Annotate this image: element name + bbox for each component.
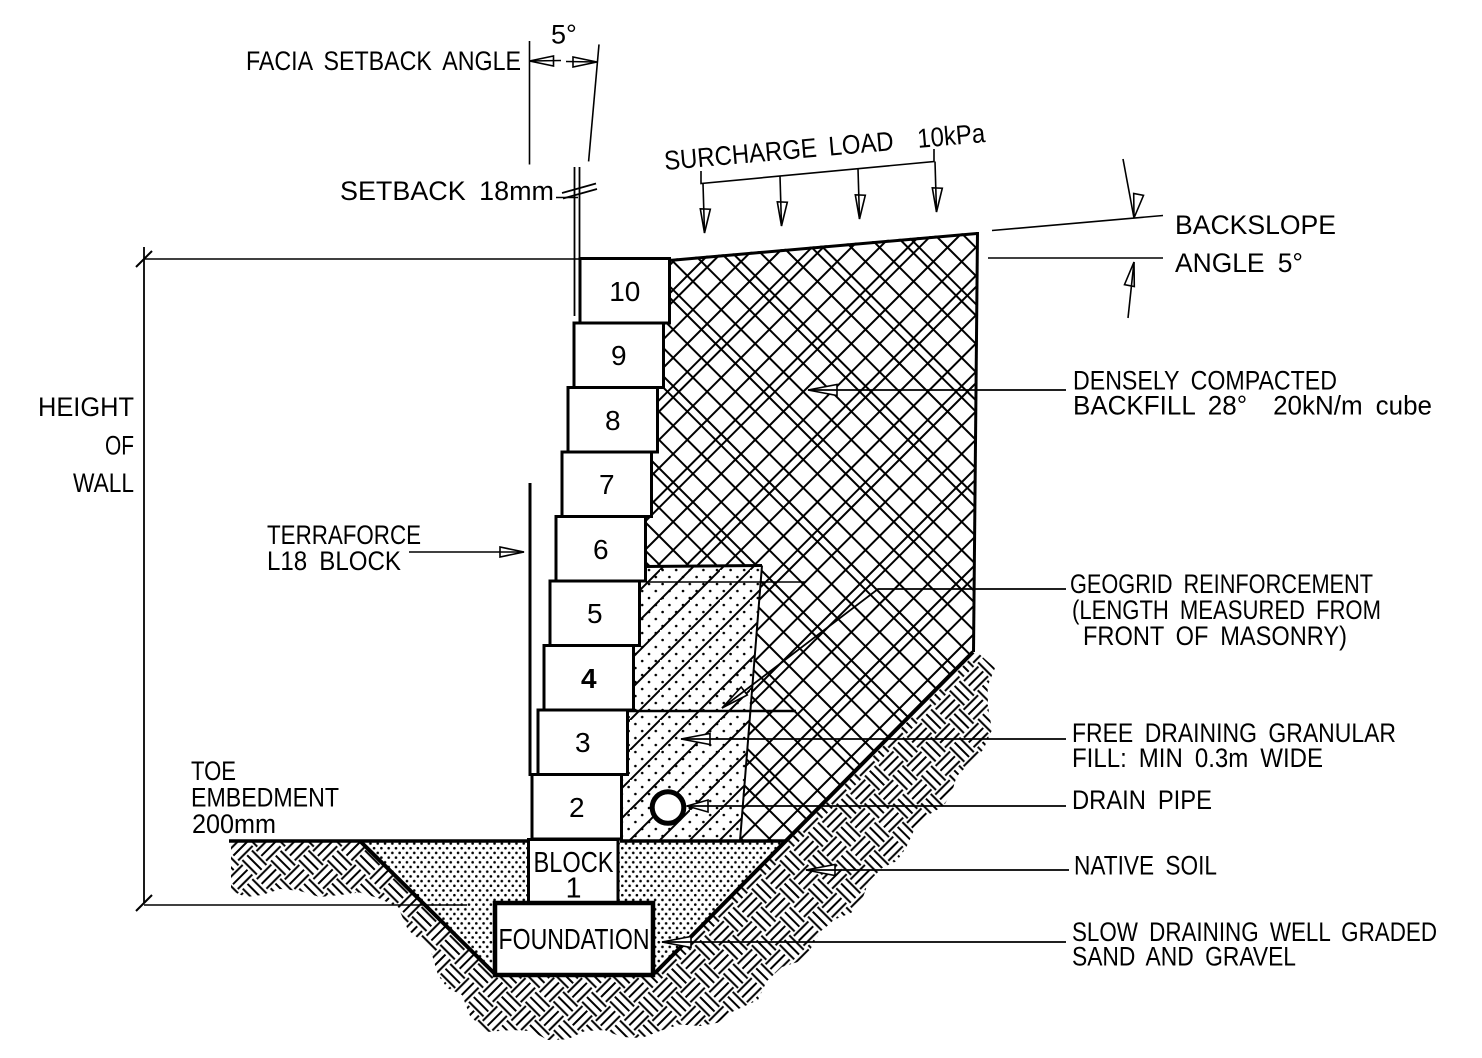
svg-text:HEIGHT: HEIGHT (38, 392, 134, 422)
svg-text:GEOGRID REINFORCEMENT: GEOGRID REINFORCEMENT (1070, 569, 1373, 599)
svg-text:WALL: WALL (73, 468, 134, 498)
svg-text:10: 10 (609, 276, 640, 307)
svg-text:FACIA SETBACK ANGLE: FACIA SETBACK ANGLE (246, 46, 521, 76)
svg-text:NATIVE SOIL: NATIVE SOIL (1074, 851, 1217, 881)
svg-text:8: 8 (605, 405, 621, 436)
svg-text:4: 4 (581, 663, 597, 694)
svg-text:5: 5 (587, 598, 603, 629)
svg-text:(LENGTH MEASURED FROM: (LENGTH MEASURED FROM (1072, 595, 1381, 625)
svg-text:BLOCK: BLOCK (534, 847, 614, 879)
svg-text:FOUNDATION: FOUNDATION (499, 924, 650, 956)
svg-text:BACKFILL 28° 20kN/m cube: BACKFILL 28° 20kN/m cube (1073, 391, 1432, 421)
svg-text:9: 9 (611, 340, 627, 371)
svg-text:SAND AND GRAVEL: SAND AND GRAVEL (1072, 942, 1296, 972)
svg-text:7: 7 (599, 469, 615, 500)
svg-text:ANGLE 5°: ANGLE 5° (1175, 248, 1303, 278)
svg-text:DENSELY COMPACTED: DENSELY COMPACTED (1073, 366, 1337, 396)
svg-text:5°: 5° (551, 20, 577, 50)
svg-text:3: 3 (575, 727, 591, 758)
svg-text:SETBACK 18mm: SETBACK 18mm (340, 176, 554, 206)
svg-text:L18 BLOCK: L18 BLOCK (267, 546, 401, 576)
svg-text:2: 2 (569, 792, 585, 823)
svg-text:6: 6 (593, 534, 609, 565)
svg-text:TERRAFORCE: TERRAFORCE (267, 520, 421, 550)
svg-text:DRAIN PIPE: DRAIN PIPE (1072, 785, 1212, 815)
svg-text:FILL: MIN 0.3m WIDE: FILL: MIN 0.3m WIDE (1072, 743, 1323, 773)
svg-text:1: 1 (566, 873, 582, 905)
svg-text:EMBEDMENT: EMBEDMENT (191, 783, 339, 813)
svg-text:SLOW DRAINING WELL GRADED: SLOW DRAINING WELL GRADED (1072, 917, 1437, 947)
svg-text:OF: OF (105, 431, 134, 461)
svg-text:BACKSLOPE: BACKSLOPE (1175, 210, 1336, 240)
svg-text:200mm: 200mm (192, 809, 276, 839)
svg-text:TOE: TOE (191, 756, 236, 786)
svg-text:FRONT OF MASONRY): FRONT OF MASONRY) (1083, 621, 1347, 651)
svg-text:FREE DRAINING GRANULAR: FREE DRAINING GRANULAR (1072, 718, 1396, 748)
